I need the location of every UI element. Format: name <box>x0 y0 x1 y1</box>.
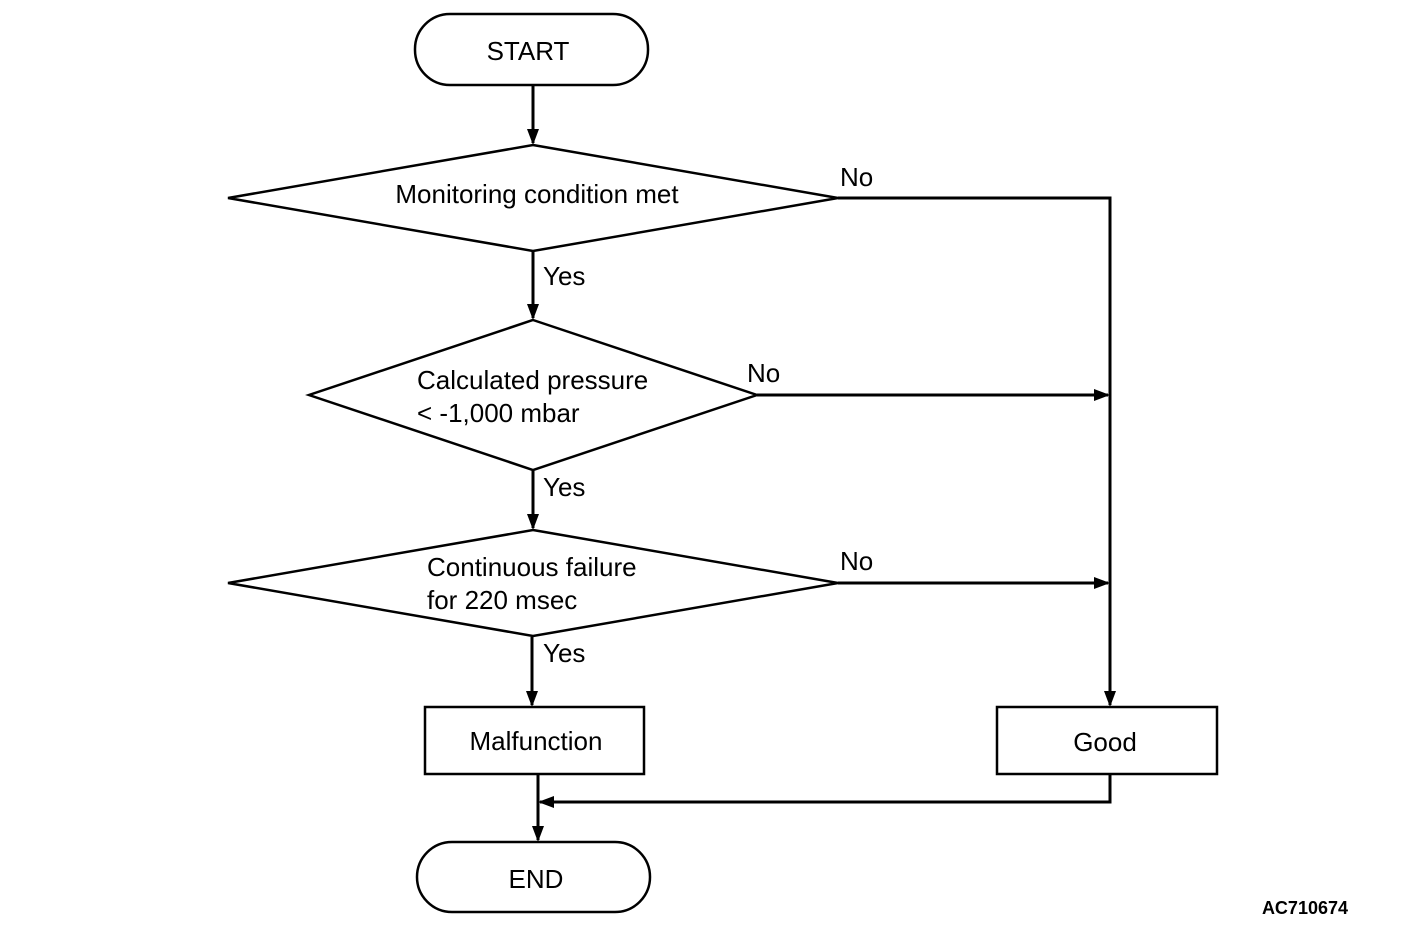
start-label: START <box>487 36 570 66</box>
good-label: Good <box>1073 727 1137 757</box>
decision3-no-label: No <box>840 546 873 576</box>
end-label: END <box>509 864 564 894</box>
decision-continuous-failure <box>227 528 839 638</box>
decision-monitoring-condition <box>227 143 839 253</box>
end-terminator <box>415 840 652 914</box>
malfunction-box <box>423 705 646 776</box>
decision3-yes-label: Yes <box>543 638 585 668</box>
decision-calculated-pressure-line2: < -1,000 mbar <box>417 398 580 428</box>
arrow-decision1-no <box>838 196 1116 707</box>
good-box <box>995 705 1219 776</box>
decision-monitoring-condition-text: Monitoring condition met <box>395 179 679 209</box>
decision1-no-label: No <box>840 162 873 192</box>
decision1-yes-label: Yes <box>543 261 585 291</box>
decision2-no-label: No <box>747 358 780 388</box>
malfunction-label: Malfunction <box>470 726 603 756</box>
decision-continuous-failure-line2: for 220 msec <box>427 585 577 615</box>
figure-code: AC710674 <box>1262 898 1348 918</box>
decision-calculated-pressure <box>305 318 761 472</box>
decision-continuous-failure-line1: Continuous failure <box>427 552 637 582</box>
decision-calculated-pressure-line1: Calculated pressure <box>417 365 648 395</box>
start-terminator <box>413 12 650 87</box>
arrow-good-to-end <box>538 775 1112 808</box>
decision2-yes-label: Yes <box>543 472 585 502</box>
